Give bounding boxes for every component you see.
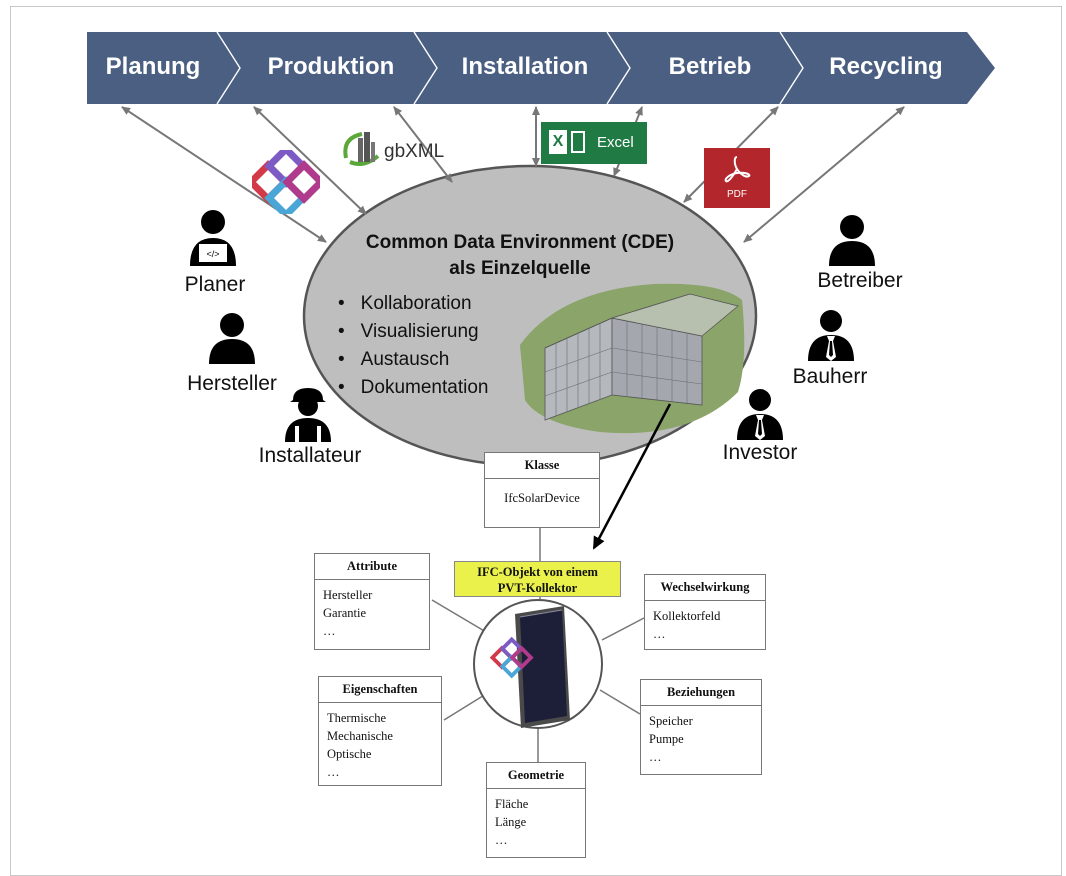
cde-feature-item: Dokumentation bbox=[338, 374, 489, 402]
eigenschaften-item: Optische bbox=[327, 747, 372, 761]
actor-installateur: Installateur bbox=[258, 444, 362, 467]
ifc-connectors bbox=[431, 528, 645, 762]
class-box: Klasse IfcSolarDevice bbox=[484, 452, 600, 528]
beziehungen-box: Beziehungen Speicher Pumpe … bbox=[640, 679, 762, 775]
exchange-arrows bbox=[121, 106, 905, 243]
attribute-header: Attribute bbox=[315, 554, 429, 580]
attribute-box: Attribute Hersteller Garantie … bbox=[314, 553, 430, 650]
wechselwirkung-item: Kollektorfeld bbox=[653, 609, 721, 623]
excel-logo-icon: X Excel bbox=[541, 122, 647, 164]
ifc-object-label: IFC-Objekt von einem PVT-Kollektor bbox=[454, 561, 621, 597]
actor-planer: Planer bbox=[184, 273, 246, 296]
investor-person-icon bbox=[737, 389, 783, 440]
chevron-installation bbox=[414, 32, 630, 104]
geometrie-box: Geometrie Fläche Länge … bbox=[486, 762, 586, 858]
geometrie-header: Geometrie bbox=[487, 763, 585, 789]
beziehungen-item: Speicher bbox=[649, 714, 693, 728]
step-recycling: Recycling bbox=[829, 53, 943, 80]
attribute-item: Garantie bbox=[323, 606, 367, 620]
pdf-label: PDF bbox=[727, 189, 747, 200]
ifc-object-label-line2: PVT-Kollektor bbox=[497, 581, 578, 595]
chevron-recycling bbox=[780, 32, 995, 104]
eigenschaften-item: … bbox=[327, 765, 340, 779]
eigenschaften-item: Mechanische bbox=[327, 729, 393, 743]
eigenschaften-item: Thermische bbox=[327, 711, 387, 725]
wechselwirkung-box: Wechselwirkung Kollektorfeld … bbox=[644, 574, 766, 650]
gbxml-logo-icon bbox=[343, 132, 380, 166]
beziehungen-header: Beziehungen bbox=[641, 680, 761, 706]
cde-title-line1: Common Data Environment (CDE) bbox=[365, 232, 675, 253]
attribute-item: Hersteller bbox=[323, 588, 373, 602]
cde-title-line2: als Einzelquelle bbox=[449, 258, 591, 279]
actor-investor: Investor bbox=[722, 441, 798, 464]
step-planung: Planung bbox=[105, 53, 201, 80]
hersteller-person-icon bbox=[209, 313, 255, 364]
excel-label: Excel bbox=[597, 134, 634, 151]
ifc-logo-icon bbox=[252, 150, 320, 214]
step-produktion: Produktion bbox=[267, 53, 395, 80]
building-render bbox=[520, 283, 745, 434]
pdf-logo-icon: PDF bbox=[704, 148, 770, 208]
detail-arrow bbox=[592, 403, 672, 550]
cde-feature-item: Visualisierung bbox=[338, 318, 488, 346]
cde-title: Common Data Environment (CDE) als Einzel… bbox=[300, 230, 740, 282]
eigenschaften-header: Eigenschaften bbox=[319, 677, 441, 703]
pvt-collector bbox=[515, 606, 570, 728]
ifc-object-label-line1: IFC-Objekt von einem bbox=[477, 565, 598, 579]
class-value: IfcSolarDevice bbox=[504, 491, 580, 505]
geometrie-item: … bbox=[495, 833, 508, 847]
wechselwirkung-header: Wechselwirkung bbox=[645, 575, 765, 601]
step-installation: Installation bbox=[461, 53, 589, 80]
svg-text:</>: </> bbox=[206, 249, 219, 259]
attribute-item: … bbox=[323, 624, 336, 638]
betreiber-person-icon bbox=[829, 215, 875, 266]
cde-feature-list: Kollaboration Visualisierung Austausch D… bbox=[338, 290, 489, 402]
chevron-produktion bbox=[217, 32, 437, 104]
ifc-logo-small bbox=[489, 636, 534, 679]
step-betrieb: Betrieb bbox=[668, 53, 752, 80]
installateur-person-icon bbox=[285, 388, 331, 442]
excel-sheet-glyph bbox=[571, 131, 585, 153]
actor-betreiber: Betreiber bbox=[817, 269, 903, 292]
cde-feature-item: Austausch bbox=[338, 346, 488, 374]
geometrie-item: Länge bbox=[495, 815, 527, 829]
bauherr-person-icon bbox=[808, 310, 854, 361]
cde-feature-item: Kollaboration bbox=[338, 290, 488, 318]
wechselwirkung-item: … bbox=[653, 627, 666, 641]
chevron-betrieb bbox=[607, 32, 803, 104]
actor-bauherr: Bauherr bbox=[792, 365, 868, 388]
geometrie-item: Fläche bbox=[495, 797, 529, 811]
process-bar bbox=[87, 31, 995, 105]
beziehungen-item: … bbox=[649, 750, 662, 764]
class-header: Klasse bbox=[485, 453, 599, 479]
planer-person-icon: </> bbox=[190, 210, 236, 266]
beziehungen-item: Pumpe bbox=[649, 732, 684, 746]
gbxml-label: gbXML bbox=[384, 141, 445, 162]
chevron-planung bbox=[87, 32, 240, 104]
excel-badge: X bbox=[549, 130, 567, 154]
eigenschaften-box: Eigenschaften Thermische Mechanische Opt… bbox=[318, 676, 442, 786]
actor-hersteller: Hersteller bbox=[187, 372, 277, 395]
